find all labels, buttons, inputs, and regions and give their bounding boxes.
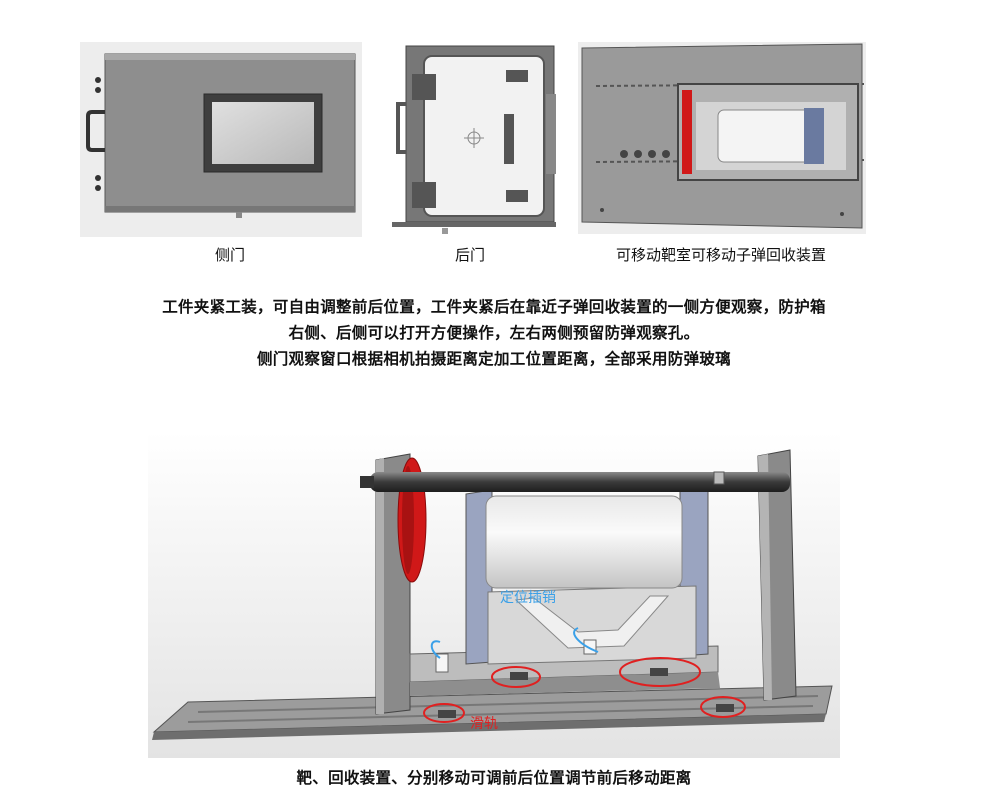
description-line-3: 侧门观察窗口根据相机拍摄距离定加工位置距离，全部采用防弹玻璃 — [256, 350, 731, 368]
side-door-drawing — [80, 42, 362, 237]
description-line-1: 工件夹紧工装，可自由调整前后位置，工件夹紧后在靠近子弹回收装置的一侧方便观察，防… — [162, 298, 826, 316]
assembly-drawing: 定位插销 滑轨 — [148, 432, 840, 758]
target-chamber-drawing — [578, 42, 866, 234]
description-line-2: 右侧、后侧可以打开方便操作，左右两侧预留防弹观察孔。 — [288, 324, 700, 342]
side-door-caption: 侧门 — [214, 246, 245, 264]
rear-door-figure — [386, 34, 564, 234]
target-chamber-caption: 可移动靶室可移动子弹回收装置 — [615, 246, 826, 264]
rear-door-caption: 后门 — [454, 246, 485, 264]
rear-door-drawing — [386, 34, 564, 234]
assembly-caption: 靶、回收装置、分别移动可调前后位置调节前后移动距离 — [296, 769, 692, 787]
annotation-pin: 定位插销 — [500, 590, 556, 606]
assembly-figure: 定位插销 滑轨 — [148, 432, 840, 758]
side-door-figure — [80, 42, 362, 237]
annotation-rail: 滑轨 — [470, 715, 498, 732]
target-chamber-figure — [578, 42, 866, 234]
